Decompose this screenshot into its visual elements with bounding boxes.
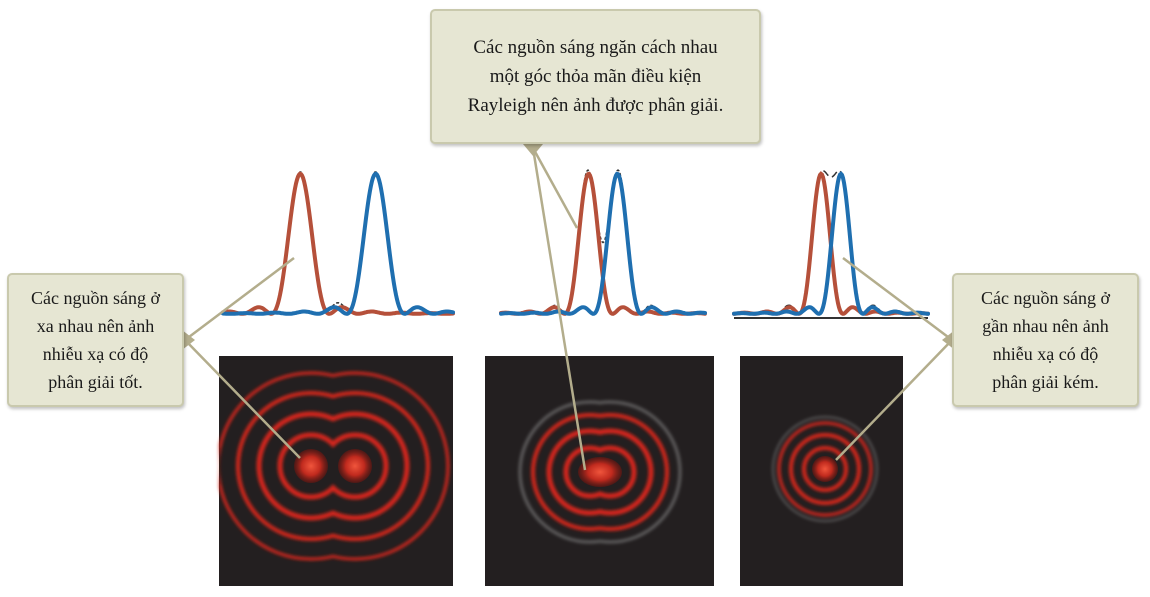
leader-line-top-profile [531,147,579,229]
leader-line-top-image [531,147,587,471]
intensity-curve-source-2-rayleigh-limit [499,171,707,316]
ring-pattern-middle [518,400,682,544]
source-spot-middle [578,457,622,487]
leader-line-left-image [184,339,301,459]
combined-intensity-curve-well-resolved [222,171,454,314]
callout-pointers [182,144,955,350]
leader-line-right-profile [842,257,953,341]
intensity-curve-source-2-well-resolved [221,171,455,316]
source-spot-left-2 [338,449,372,483]
intensity-curve-source-1-well-resolved [221,171,455,316]
intensity-curve-source-2-not-resolved [732,171,930,316]
callout-well-resolved: Các nguồn sáng ở xa nhau nên ảnh nhiễu x… [7,273,184,407]
diffraction-image-well-resolved [219,356,453,586]
leader-lines [184,147,953,471]
leader-line-left-profile [184,257,295,341]
source-spot-right [812,456,838,482]
callout-rayleigh-limit: Các nguồn sáng ngăn cách nhau một góc th… [430,9,761,144]
callout-not-resolved-text: Các nguồn sáng ở gần nhau nên ảnh nhiễu … [981,288,1110,392]
ring-pattern-left [219,371,450,561]
combined-intensity-curve-rayleigh-limit [500,169,706,315]
source-spot-left-1 [294,449,328,483]
intensity-curve-source-1-rayleigh-limit [499,171,707,316]
intensity-profiles [221,169,930,319]
callout-not-resolved: Các nguồn sáng ở gần nhau nên ảnh nhiễu … [952,273,1139,407]
callout-well-resolved-text: Các nguồn sáng ở xa nhau nên ảnh nhiễu x… [31,288,160,392]
leader-line-right-image [835,339,953,461]
callout-rayleigh-limit-text: Các nguồn sáng ngăn cách nhau một góc th… [467,37,724,116]
ring-pattern-right [772,416,878,522]
